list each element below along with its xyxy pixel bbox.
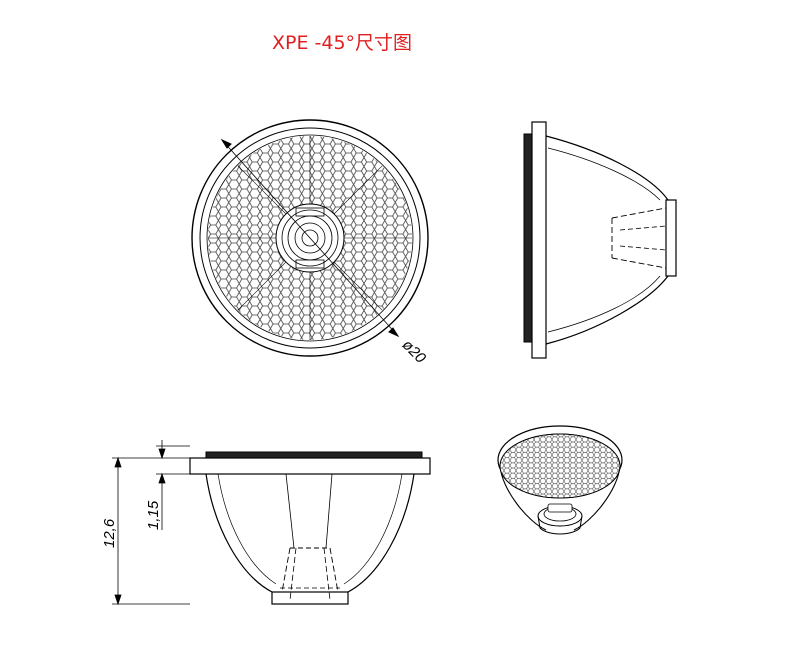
drawing-title: XPE -45°尺寸图 <box>272 32 413 54</box>
iso-hex-pattern <box>500 434 620 498</box>
diameter-label: ø20 <box>399 336 430 367</box>
flange-thickness-label: 1,15 <box>145 500 162 530</box>
top-view <box>191 119 429 357</box>
dimension-lines <box>112 440 190 606</box>
height-dimension-label: 12,6 <box>101 518 118 548</box>
isometric-view <box>497 425 623 535</box>
front-view <box>189 451 431 605</box>
side-view <box>523 121 677 359</box>
